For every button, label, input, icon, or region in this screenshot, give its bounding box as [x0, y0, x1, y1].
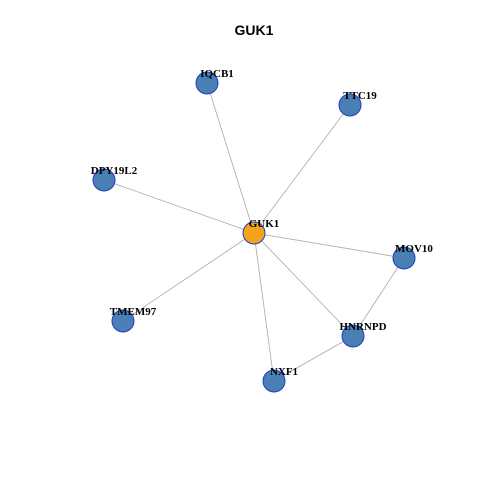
- node-label-hnrnpd: HNRNPD: [339, 321, 386, 333]
- edge-guk1-ttc19: [253, 104, 351, 234]
- edge-guk1-hnrnpd: [253, 232, 354, 337]
- edge-guk1-dpy19l2: [103, 179, 255, 234]
- diagram-title: GUK1: [235, 22, 274, 38]
- node-nxf1: [262, 369, 286, 393]
- edge-mov10-hnrnpd: [352, 257, 405, 337]
- edge-hnrnpd-nxf1: [273, 335, 354, 382]
- nodes-layer: [92, 71, 416, 393]
- node-label-guk1: GUK1: [249, 218, 280, 230]
- edges-layer: [103, 82, 405, 382]
- node-label-iqcb1: IQCB1: [200, 68, 234, 80]
- node-ttc19: [338, 93, 362, 117]
- node-label-tmem97: TMEM97: [110, 306, 157, 318]
- node-label-mov10: MOV10: [395, 243, 433, 255]
- node-mov10: [392, 246, 416, 270]
- node-label-dpy19l2: DPY19L2: [91, 165, 138, 177]
- node-hnrnpd: [341, 324, 365, 348]
- edge-guk1-iqcb1: [206, 82, 255, 234]
- node-dpy19l2: [92, 168, 116, 192]
- node-iqcb1: [195, 71, 219, 95]
- edge-guk1-mov10: [253, 232, 405, 259]
- node-label-nxf1: NXF1: [270, 366, 298, 378]
- edge-guk1-tmem97: [122, 232, 255, 322]
- node-label-ttc19: TTC19: [343, 90, 377, 102]
- edge-guk1-nxf1: [253, 232, 275, 382]
- node-tmem97: [111, 309, 135, 333]
- node-guk1: [242, 221, 266, 245]
